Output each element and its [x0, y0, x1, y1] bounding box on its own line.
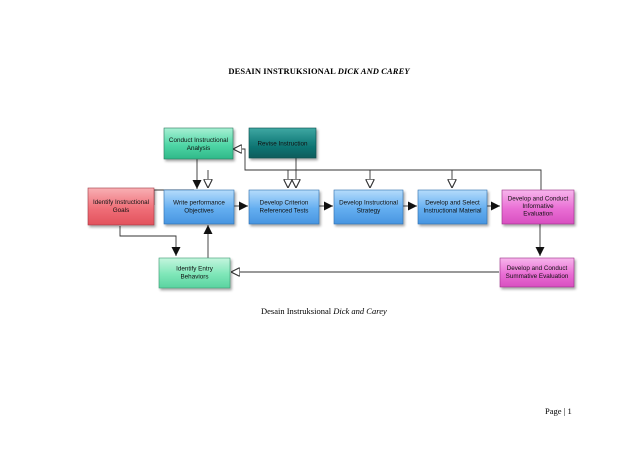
label-formative-2: Informative: [522, 203, 554, 210]
node-revise-instruction: Revise Instruction: [248, 127, 317, 159]
label-material-2: Instructional Material: [423, 207, 481, 214]
page-title-main: DESAIN INSTRUKSIONAL: [228, 66, 336, 76]
label-summative-1: Develop and Conduct: [507, 265, 568, 272]
arrow-goals-to-entry: [119, 226, 181, 256]
label-formative-3: Evaluation: [523, 211, 553, 218]
label-goals-1: Identify Instructional: [93, 199, 149, 206]
label-formative-1: Develop and Conduct: [508, 196, 569, 203]
caption-main: Desain Instruksional: [261, 306, 332, 316]
page-title-italic: DICK AND CAREY: [337, 66, 410, 76]
label-conduct-analysis-1: Conduct Instructional: [169, 137, 228, 144]
label-conduct-analysis-2: Analysis: [187, 145, 210, 152]
arrow-evaluation-to-revise: [233, 149, 542, 193]
label-tests-2: Referenced Tests: [260, 207, 309, 214]
label-entry-2: Behaviors: [180, 273, 208, 280]
label-summative-2: Summative Evaluation: [506, 273, 569, 280]
page-title: DESAIN INSTRUKSIONAL DICK AND CAREY: [0, 66, 638, 76]
figure-caption: Desain Instruksional Dick and Carey: [261, 306, 387, 316]
label-tests-1: Develop Criterion: [260, 200, 309, 207]
svg-text:Revise Instruction: Revise Instruction: [257, 141, 308, 148]
label-strategy-1: Develop Instructional: [339, 200, 398, 207]
label-objectives-2: Objectives: [184, 207, 213, 214]
label-entry-1: Identify Entry: [176, 266, 214, 273]
page-number: Page | 1: [545, 406, 572, 416]
caption-italic: Dick and Carey: [333, 306, 387, 316]
label-goals-2: Goals: [113, 207, 129, 214]
label-objectives-1: Write performance: [173, 200, 225, 207]
label-strategy-2: Strategy: [357, 207, 381, 214]
label-revise-instruction: Revise Instruction: [257, 141, 308, 148]
label-material-1: Develop and Select: [425, 200, 480, 207]
